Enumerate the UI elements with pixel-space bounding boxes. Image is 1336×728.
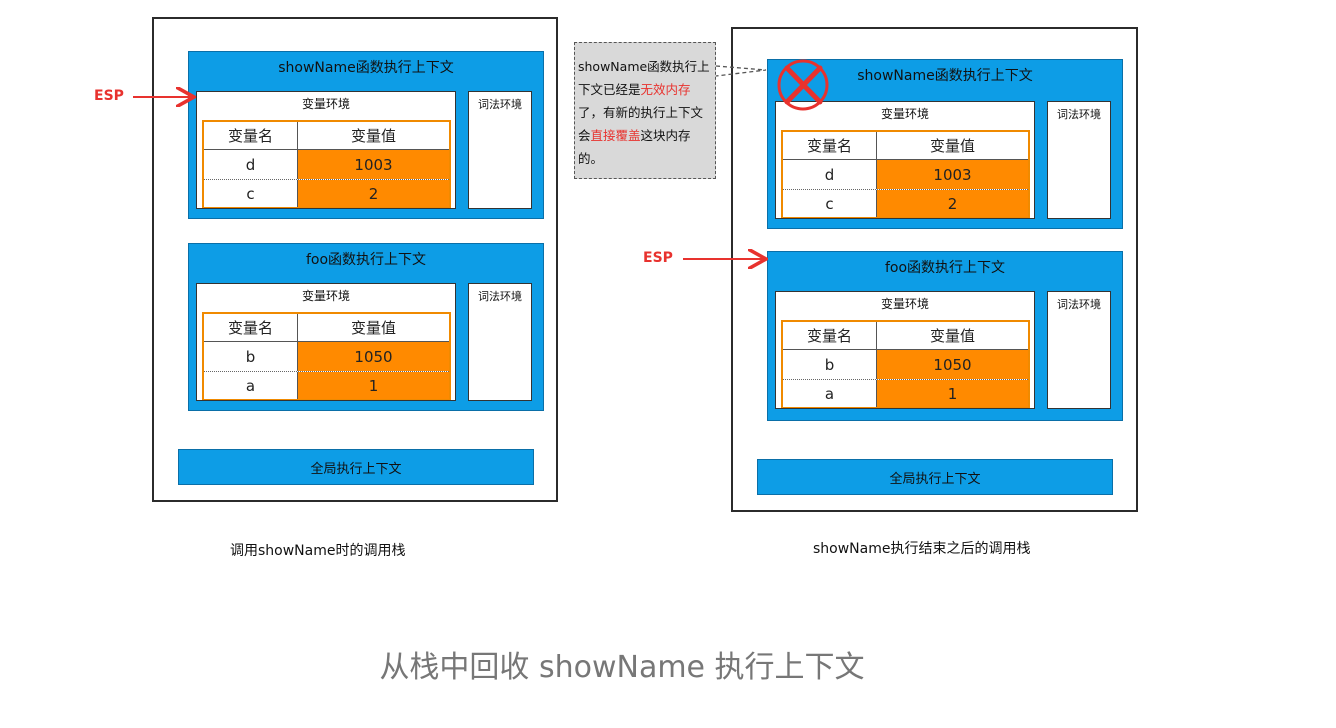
variable-name: d — [783, 160, 877, 189]
global-context: 全局执行上下文 — [757, 459, 1113, 495]
lexical-environment: 词法环境 — [1047, 101, 1111, 219]
variable-value: 1050 — [877, 350, 1028, 379]
variable-table: 变量名 变量值 b 1050 a 1 — [781, 320, 1030, 408]
variable-environment-label: 变量环境 — [880, 297, 929, 311]
context-title: foo函数执行上下文 — [884, 260, 1006, 276]
variable-table: 变量名 变量值 d 1003 c 2 — [202, 120, 451, 208]
esp-label: ESP — [94, 88, 124, 104]
variable-name: b — [204, 342, 298, 371]
note-highlight: 无效内存 — [640, 82, 691, 97]
column-header-name: 变量名 — [783, 132, 877, 160]
variable-value: 1 — [298, 372, 449, 399]
variable-table: 变量名 变量值 b 1050 a 1 — [202, 312, 451, 400]
note-text: showName函数执行上下文已经是 — [578, 59, 710, 97]
variable-environment: 变量环境 变量名 变量值 b 1050 a 1 — [775, 291, 1035, 409]
variable-name: c — [204, 180, 298, 207]
column-header-name: 变量名 — [204, 122, 298, 150]
left-caption: 调用showName时的调用栈 — [230, 543, 406, 559]
variable-name: d — [204, 150, 298, 179]
variable-value: 2 — [298, 180, 449, 207]
column-header-name: 变量名 — [783, 322, 877, 350]
variable-value: 1050 — [298, 342, 449, 371]
variable-value: 1003 — [877, 160, 1028, 189]
left-call-stack: showName函数执行上下文 变量环境 变量名 变量值 d 1003 c 2 … — [152, 17, 558, 502]
showname-context: showName函数执行上下文 变量环境 变量名 变量值 d 1003 c 2 … — [767, 59, 1123, 229]
variable-value: 1 — [877, 380, 1028, 407]
note-text: 了，有新的执行上下文会 — [578, 105, 704, 143]
variable-name: a — [783, 380, 877, 407]
column-header-name: 变量名 — [204, 314, 298, 342]
variable-name: a — [204, 372, 298, 399]
variable-environment-label: 变量环境 — [301, 97, 350, 111]
note-highlight: 直接覆盖 — [590, 128, 641, 143]
variable-table: 变量名 变量值 d 1003 c 2 — [781, 130, 1030, 218]
lexical-environment-label: 词法环境 — [1057, 298, 1101, 311]
variable-name: b — [783, 350, 877, 379]
column-header-value: 变量值 — [877, 322, 1028, 350]
note-connector — [715, 65, 767, 77]
column-header-value: 变量值 — [298, 314, 449, 342]
lexical-environment-label: 词法环境 — [478, 290, 522, 303]
foo-context: foo函数执行上下文 变量环境 变量名 变量值 b 1050 a 1 词法环境 — [767, 251, 1123, 421]
variable-environment: 变量环境 变量名 变量值 b 1050 a 1 — [196, 283, 456, 401]
lexical-environment: 词法环境 — [1047, 291, 1111, 409]
right-caption: showName执行结束之后的调用栈 — [813, 541, 1031, 557]
variable-value: 1003 — [298, 150, 449, 179]
variable-environment: 变量环境 变量名 变量值 d 1003 c 2 — [196, 91, 456, 209]
variable-environment: 变量环境 变量名 变量值 d 1003 c 2 — [775, 101, 1035, 219]
lexical-environment-label: 词法环境 — [478, 98, 522, 111]
variable-value: 2 — [877, 190, 1028, 217]
right-call-stack: showName函数执行上下文 变量环境 变量名 变量值 d 1003 c 2 … — [731, 27, 1138, 512]
figure-caption: 从栈中回收 showName 执行上下文 — [379, 650, 865, 685]
lexical-environment: 词法环境 — [468, 91, 532, 209]
esp-label: ESP — [643, 250, 673, 266]
variable-environment-label: 变量环境 — [301, 289, 350, 303]
note-text: 这块内存的。 — [578, 128, 691, 166]
foo-context: foo函数执行上下文 变量环境 变量名 变量值 b 1050 a 1 词法环境 — [188, 243, 544, 411]
showname-context: showName函数执行上下文 变量环境 变量名 变量值 d 1003 c 2 … — [188, 51, 544, 219]
lexical-environment: 词法环境 — [468, 283, 532, 401]
context-title: showName函数执行上下文 — [857, 68, 1033, 84]
variable-name: c — [783, 190, 877, 217]
invalid-memory-note: showName函数执行上下文已经是无效内存了，有新的执行上下文会直接覆盖这块内… — [574, 42, 716, 179]
variable-environment-label: 变量环境 — [880, 107, 929, 121]
global-context: 全局执行上下文 — [178, 449, 534, 485]
red-x-icon — [777, 59, 829, 111]
column-header-value: 变量值 — [877, 132, 1028, 160]
lexical-environment-label: 词法环境 — [1057, 108, 1101, 121]
context-title: foo函数执行上下文 — [305, 252, 427, 268]
context-title: showName函数执行上下文 — [278, 60, 454, 76]
column-header-value: 变量值 — [298, 122, 449, 150]
